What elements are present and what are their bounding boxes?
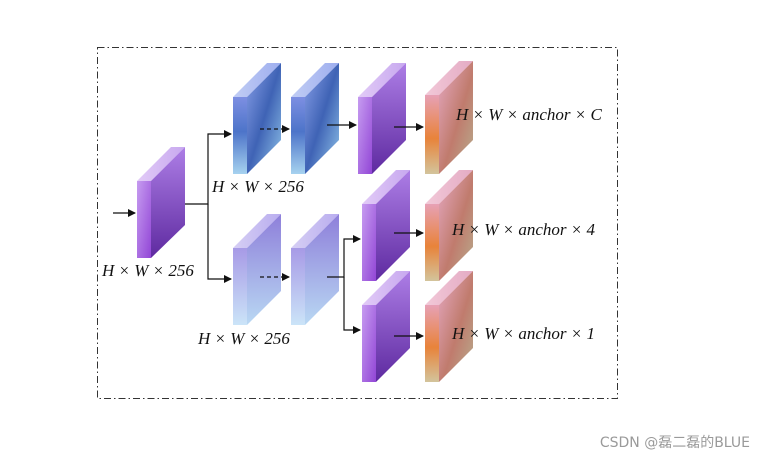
lower-split-connector — [327, 235, 361, 278]
upper-conv-block-1 — [233, 63, 281, 174]
upper-conv-block-2 — [291, 63, 339, 174]
cls-conv-block — [358, 63, 406, 174]
cls-output-block — [425, 61, 473, 174]
input-feature-block — [137, 147, 185, 258]
lower-conv-block-2 — [291, 214, 339, 325]
obj-conv-block — [362, 271, 410, 382]
split-connector-lower — [207, 204, 232, 283]
lower-dims-label: H × W × 256 — [197, 329, 290, 348]
upper-dims-label: H × W × 256 — [211, 177, 304, 196]
cls-output-label: H × W × anchor × C — [455, 105, 603, 124]
lower-split-connector-2 — [343, 277, 361, 334]
input-dims-label: H × W × 256 — [101, 261, 194, 280]
split-connector — [185, 130, 232, 205]
box-conv-block — [362, 170, 410, 281]
box-output-block — [425, 170, 473, 281]
lower-conv-block-1 — [233, 214, 281, 325]
obj-output-block — [425, 271, 473, 382]
obj-output-label: H × W × anchor × 1 — [451, 324, 595, 343]
box-output-label: H × W × anchor × 4 — [451, 220, 596, 239]
watermark: CSDN @磊二磊的BLUE — [600, 435, 750, 451]
module-frame — [97, 47, 618, 399]
